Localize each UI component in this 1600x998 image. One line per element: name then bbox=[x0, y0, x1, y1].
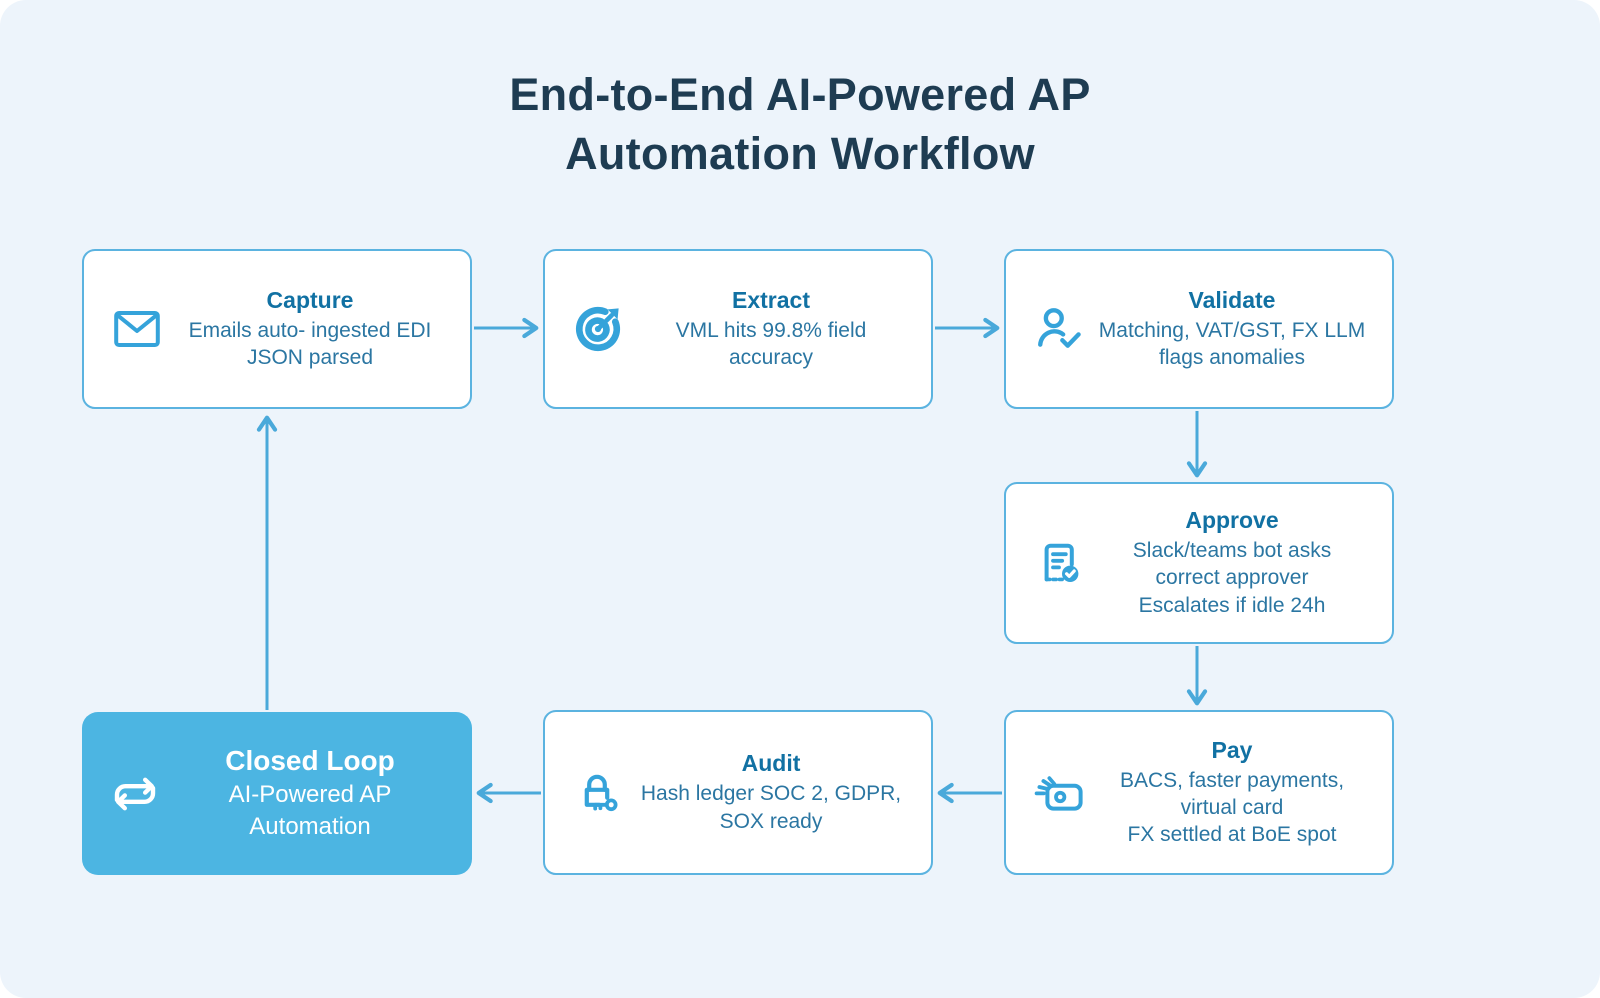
node-pay: Pay BACS, faster payments, virtual card … bbox=[1004, 710, 1394, 875]
page-title-line2: Automation Workflow bbox=[565, 127, 1035, 179]
mail-icon bbox=[110, 309, 164, 349]
user-check-icon bbox=[1032, 304, 1086, 354]
document-check-icon bbox=[1032, 539, 1086, 587]
page-title-line1: End-to-End AI-Powered AP bbox=[509, 69, 1091, 120]
node-approve: Approve Slack/teams bot asks correct app… bbox=[1004, 482, 1394, 644]
node-pay-body: BACS, faster payments, virtual card FX s… bbox=[1119, 768, 1345, 847]
node-extract-title: Extract bbox=[732, 286, 810, 313]
node-closed-loop-body: AI-Powered AP Automation bbox=[228, 781, 392, 840]
node-capture-body: Emails auto- ingested EDI JSON parsed bbox=[188, 318, 432, 369]
node-capture: Capture Emails auto- ingested EDI JSON p… bbox=[82, 249, 472, 409]
node-closed-loop: Closed Loop AI-Powered AP Automation bbox=[82, 712, 472, 875]
node-approve-title: Approve bbox=[1185, 507, 1279, 534]
node-validate-body: Matching, VAT/GST, FX LLM flags anomalie… bbox=[1098, 318, 1366, 369]
node-pay-title: Pay bbox=[1211, 736, 1253, 763]
node-extract: Extract VML hits 99.8% field accuracy bbox=[543, 249, 933, 409]
node-audit: Audit Hash ledger SOC 2, GDPR, SOX ready bbox=[543, 710, 933, 875]
node-closed-loop-title: Closed Loop bbox=[225, 745, 395, 777]
node-audit-body: Hash ledger SOC 2, GDPR, SOX ready bbox=[640, 782, 902, 833]
target-dart-icon bbox=[571, 304, 625, 354]
lock-key-icon bbox=[571, 769, 625, 817]
loop-icon bbox=[108, 773, 162, 815]
node-extract-body: VML hits 99.8% field accuracy bbox=[675, 318, 867, 369]
hand-card-icon bbox=[1032, 771, 1086, 815]
page-title: End-to-End AI-Powered AP Automation Work… bbox=[0, 66, 1600, 183]
node-audit-title: Audit bbox=[741, 750, 801, 777]
node-approve-body: Slack/teams bot asks correct approver Es… bbox=[1132, 539, 1332, 617]
node-validate: Validate Matching, VAT/GST, FX LLM flags… bbox=[1004, 249, 1394, 409]
node-validate-title: Validate bbox=[1188, 286, 1276, 313]
node-capture-title: Capture bbox=[266, 286, 354, 313]
